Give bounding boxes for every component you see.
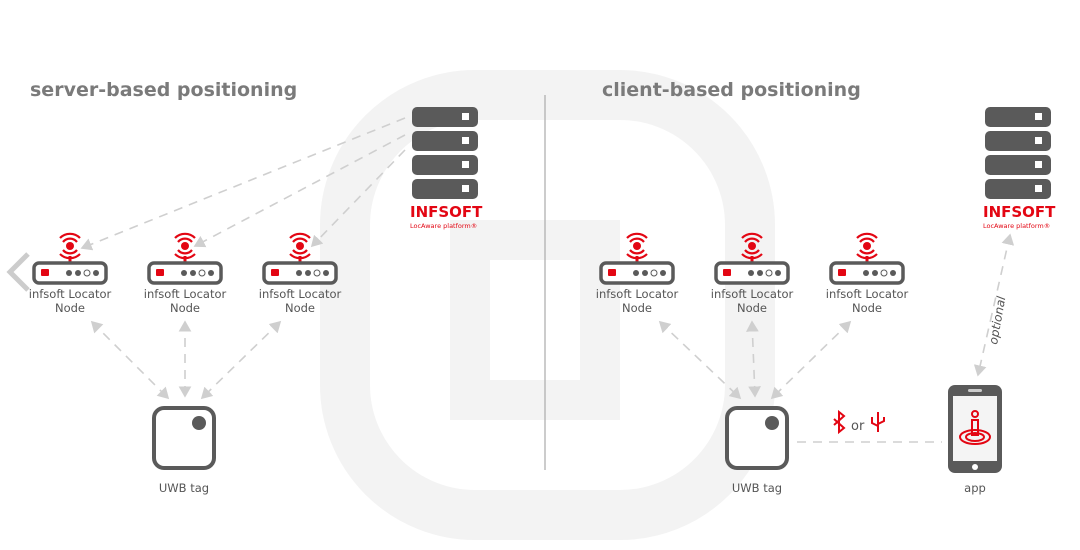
bluetooth-icon (833, 409, 846, 435)
svg-text:Node: Node (852, 301, 882, 315)
svg-text:Node: Node (737, 301, 767, 315)
right-arrows (658, 233, 1015, 443)
left-tag-label: UWB tag (159, 481, 209, 495)
optional-label: optional (986, 295, 1008, 346)
server-logo-sub: LocAware platform® (410, 222, 477, 230)
svg-text:infsoft Locator: infsoft Locator (826, 287, 909, 301)
watermark-logo (320, 70, 775, 540)
uwb-antenna-icon (32, 232, 108, 285)
server-logo-sub: LocAware platform® (983, 222, 1050, 230)
server-icon (985, 107, 1051, 199)
usb-icon (871, 412, 885, 432)
svg-text:infsoft Locator: infsoft Locator (711, 287, 794, 301)
uwb-antenna-icon (147, 232, 223, 285)
uwb-antenna-icon (829, 232, 905, 285)
location-pin-icon (959, 410, 991, 445)
connection-or-label: or (851, 419, 865, 434)
server-icon (412, 107, 478, 199)
right-title: client-based positioning (602, 79, 861, 101)
server-logo-brand: INFSOFT (410, 203, 483, 221)
svg-text:Node: Node (170, 301, 200, 315)
right-tag-label: UWB tag (732, 481, 782, 495)
app-label: app (964, 481, 986, 495)
svg-text:Node: Node (622, 301, 652, 315)
smartphone-icon (948, 385, 1002, 473)
svg-text:Node: Node (285, 301, 315, 315)
svg-text:infsoft Locator: infsoft Locator (29, 287, 112, 301)
svg-text:infsoft Locator: infsoft Locator (259, 287, 342, 301)
svg-text:Node: Node (55, 301, 85, 315)
uwb-tag-icon (725, 406, 789, 470)
server-logo-brand: INFSOFT (983, 203, 1056, 221)
left-title: server-based positioning (30, 79, 297, 101)
left-arrows (80, 117, 406, 400)
uwb-tag-icon (152, 406, 216, 470)
svg-text:infsoft Locator: infsoft Locator (144, 287, 227, 301)
svg-text:infsoft Locator: infsoft Locator (596, 287, 679, 301)
back-chevron-icon[interactable] (6, 252, 30, 292)
